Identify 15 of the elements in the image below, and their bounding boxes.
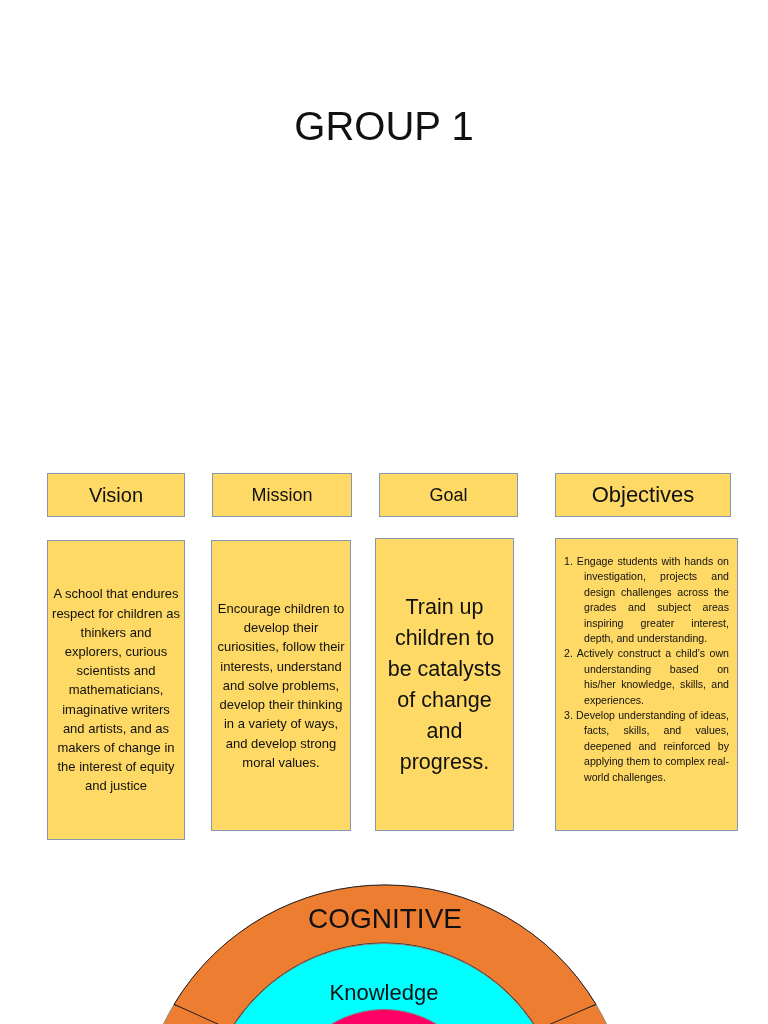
text-box: A school that endures respect for children as thinkers and explorers, curious scientists and mathematicians, imaginative writers and artists, and as makers of change in the interest of equity and justice	[47, 540, 185, 840]
ring-segment	[174, 885, 596, 1024]
segment-label: COGNITIVE	[307, 903, 463, 935]
title: GROUP 1	[293, 104, 475, 149]
text-box: Train up children to be catalysts of change and progress.	[375, 538, 514, 831]
circle-label: Knowledge	[328, 980, 440, 1006]
list-item: 2. Actively construct a child’s own understanding based on his/her knowledge, skills, and experiences.	[563, 646, 729, 708]
heading-box: Objectives	[555, 473, 731, 517]
list-item: 3. Develop understanding of ideas, facts, skills, and values, deepened and reinforced by applying them to complex real-world challenges.	[563, 708, 729, 785]
text-box	[555, 538, 738, 831]
heading-box: Mission	[212, 473, 352, 517]
heading-box: Vision	[47, 473, 185, 517]
heading-box: Goal	[379, 473, 518, 517]
text-box: Encourage children to develop their curiosities, follow their interests, understand and solve problems, develop their thinking in a variety of ways, and develop strong moral values.	[211, 540, 351, 831]
list-item: 1. Engage students with hands on investigation, projects and design challenges across the grades and subject areas inspiring greater interest, depth, and understanding.	[563, 554, 729, 647]
